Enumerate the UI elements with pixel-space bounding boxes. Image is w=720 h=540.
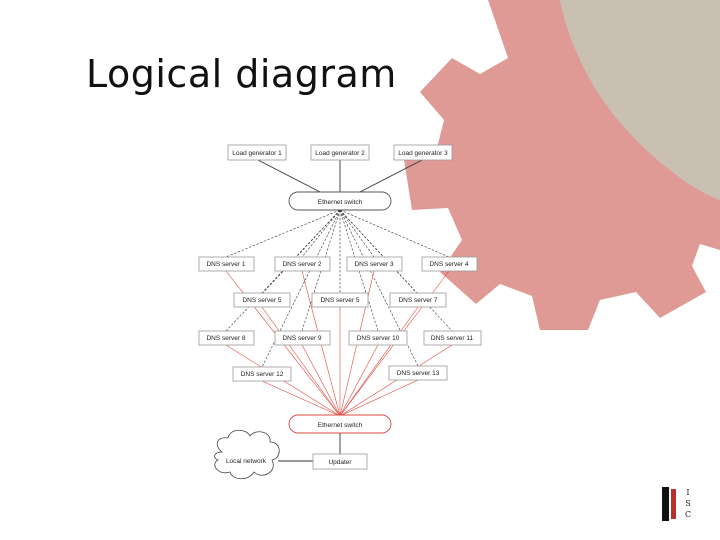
dns-server-2: DNS server 2 xyxy=(274,256,331,272)
dns-server-3: DNS server 3 xyxy=(346,256,403,272)
dns-server-9: DNS server 9 xyxy=(274,330,331,346)
dns-server-10: DNS server 10 xyxy=(348,330,408,346)
svg-text:DNS server 2: DNS server 2 xyxy=(282,261,321,268)
svg-text:DNS server 4: DNS server 4 xyxy=(429,261,468,268)
svg-text:Load generator 1: Load generator 1 xyxy=(232,150,282,157)
dns-server-12: DNS server 12 xyxy=(232,366,292,382)
dns-server-13: DNS server 13 xyxy=(388,365,448,381)
slide-title: Logical diagram xyxy=(86,52,397,96)
dns-server-1: DNS server 1 xyxy=(198,256,255,272)
svg-text:DNS server 5: DNS server 5 xyxy=(242,297,281,304)
svg-text:DNS server 13: DNS server 13 xyxy=(397,370,440,377)
svg-text:Load generator 2: Load generator 2 xyxy=(315,150,365,157)
switch-to-dns-links xyxy=(225,209,453,368)
gear-icon xyxy=(404,0,720,330)
load-generator-1: Load generator 1 xyxy=(227,144,287,161)
load-generator-3: Load generator 3 xyxy=(393,144,453,161)
dns-server-11: DNS server 11 xyxy=(423,330,482,346)
svg-text:DNS server 9: DNS server 9 xyxy=(282,335,321,342)
dns-server-7: DNS server 7 xyxy=(389,292,447,308)
dns-server-5b: DNS server 5 xyxy=(311,292,369,308)
svg-text:Local network: Local network xyxy=(226,458,267,465)
logo-bar xyxy=(662,487,669,521)
load-generator-2: Load generator 2 xyxy=(310,144,370,161)
svg-text:DNS server 10: DNS server 10 xyxy=(357,335,400,342)
dns-server-4: DNS server 4 xyxy=(421,256,478,272)
svg-text:Load generator 3: Load generator 3 xyxy=(398,150,448,157)
top-ethernet-switch: Ethernet switch xyxy=(288,191,392,211)
dns-server-5a: DNS server 5 xyxy=(233,292,291,308)
svg-text:Ethernet switch: Ethernet switch xyxy=(318,422,363,429)
dns-server-8: DNS server 8 xyxy=(198,330,255,346)
svg-text:DNS server 5: DNS server 5 xyxy=(320,297,359,304)
svg-text:Updater: Updater xyxy=(328,459,352,466)
svg-text:DNS server 12: DNS server 12 xyxy=(241,371,284,378)
svg-text:Ethernet switch: Ethernet switch xyxy=(318,199,363,206)
bottom-links xyxy=(278,433,341,462)
svg-text:DNS server 1: DNS server 1 xyxy=(206,261,245,268)
svg-text:DNS server 11: DNS server 11 xyxy=(431,335,474,342)
logo-letters: I S C xyxy=(684,488,692,519)
updater: Updater xyxy=(312,453,368,470)
local-network-cloud: Local network xyxy=(214,429,280,480)
logo-accent-bar xyxy=(671,489,676,519)
load-links xyxy=(257,159,423,194)
svg-text:DNS server 8: DNS server 8 xyxy=(206,335,245,342)
bottom-ethernet-switch: Ethernet switch xyxy=(288,414,392,434)
svg-text:DNS server 3: DNS server 3 xyxy=(354,261,393,268)
svg-text:DNS server 7: DNS server 7 xyxy=(398,297,437,304)
isc-logo: I S C xyxy=(662,487,700,521)
